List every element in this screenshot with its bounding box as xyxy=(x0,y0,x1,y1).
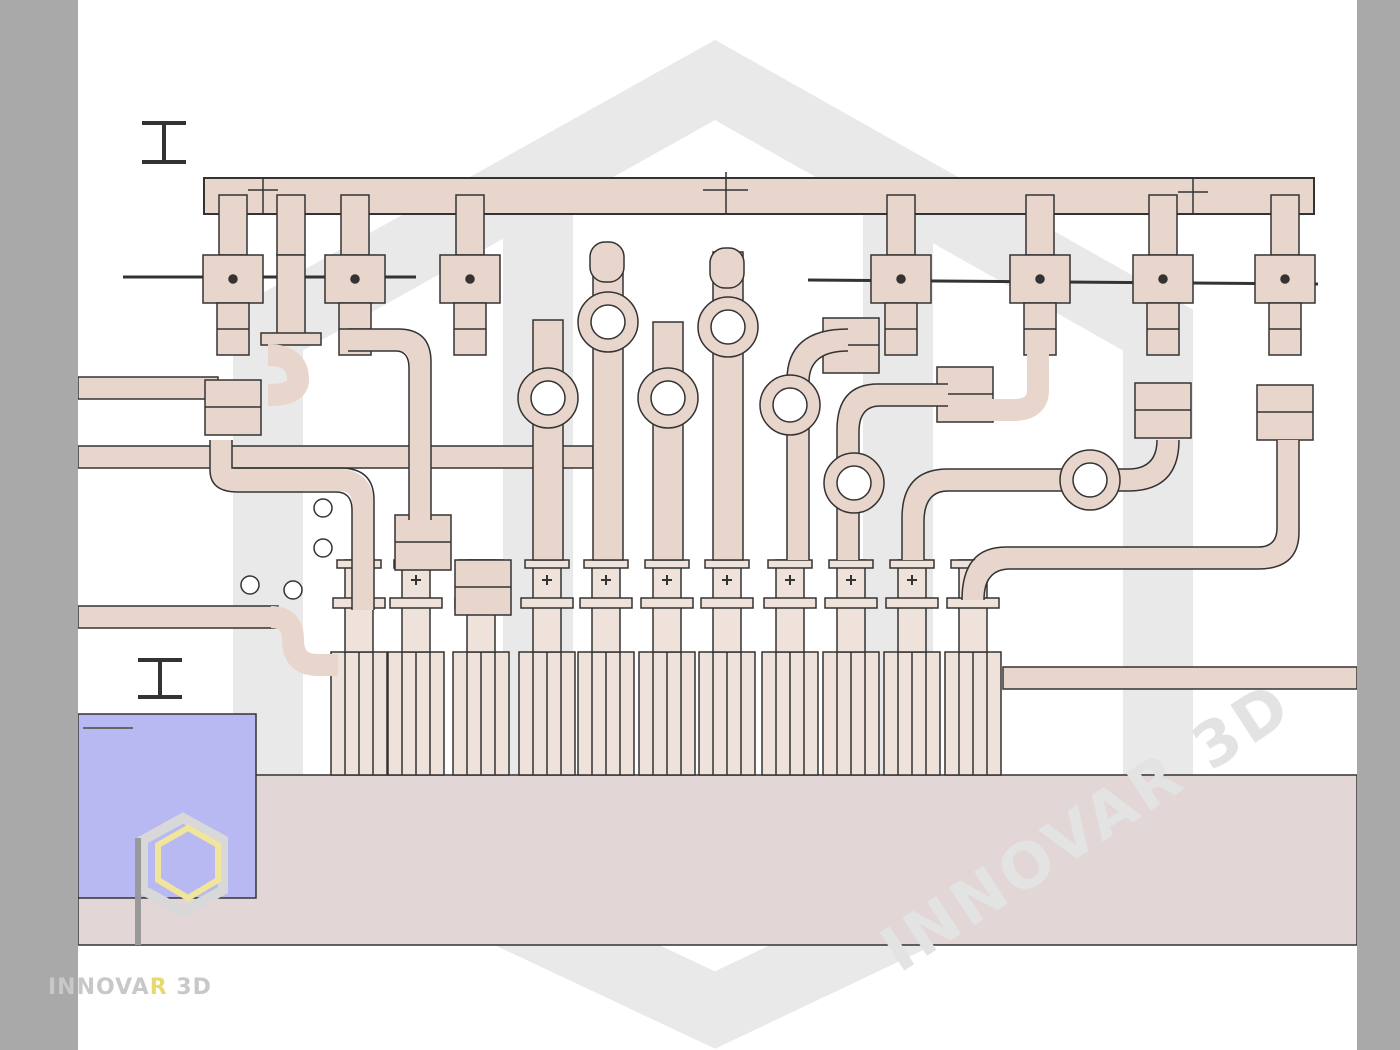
pipe-cap xyxy=(589,241,625,283)
riser-flange xyxy=(700,597,754,609)
riser-flange xyxy=(828,559,874,569)
riser-flange xyxy=(520,597,574,609)
drop-pipe xyxy=(455,194,485,256)
riser-flange xyxy=(889,559,935,569)
vertical-pipe xyxy=(652,321,684,561)
pipe-elbow xyxy=(837,384,948,560)
pipe-run xyxy=(78,376,219,400)
gate-valve xyxy=(1009,254,1071,304)
pipe-elbow xyxy=(210,440,374,610)
drop-pipe xyxy=(340,194,370,256)
riser-flange xyxy=(524,559,570,569)
riser-flange xyxy=(583,559,629,569)
riser-flange xyxy=(767,559,813,569)
drop-pipe xyxy=(886,194,916,256)
riser-flange xyxy=(579,597,633,609)
vertical-pipe xyxy=(532,319,564,561)
pipe-elbow xyxy=(973,330,1049,421)
drawing-sheet: INNOVAR 3D xyxy=(78,0,1357,1050)
floor-slab xyxy=(78,774,1357,946)
pipe-flange xyxy=(260,332,322,346)
pipe-run xyxy=(78,605,279,629)
flange-rings xyxy=(517,291,1121,514)
steel-i-beam-icon xyxy=(138,658,182,699)
pipe-run xyxy=(78,445,594,469)
logo-prefix: INNOVA xyxy=(48,975,150,1000)
riser-flange xyxy=(704,559,750,569)
logo-suffix: 3D xyxy=(167,975,212,1000)
pipe-elbow xyxy=(267,344,310,406)
drop-pipe xyxy=(1025,194,1055,256)
riser-flange xyxy=(640,597,694,609)
pipe-elbow xyxy=(902,439,1179,560)
steel-i-beam-icon xyxy=(142,121,186,164)
pipe-elbow xyxy=(270,606,338,676)
innovar-3d-logo-icon xyxy=(135,812,228,945)
pipe-cap xyxy=(709,247,745,289)
riser-cluster xyxy=(330,559,1002,776)
riser-flange xyxy=(644,559,690,569)
riser-flange xyxy=(885,597,939,609)
logo-highlight: R xyxy=(149,975,168,1000)
riser-flange xyxy=(389,597,443,609)
drop-pipe xyxy=(276,254,306,336)
piping-elevation-diagram xyxy=(78,39,1357,1049)
drop-pipe xyxy=(1270,194,1300,256)
drop-pipe xyxy=(1148,194,1178,256)
drop-pipe xyxy=(218,194,248,256)
pipe-run xyxy=(1002,666,1357,690)
drop-pipe xyxy=(276,194,306,256)
corner-logo-label: INNOVAR 3D xyxy=(48,975,212,1000)
equipment-block xyxy=(78,713,257,899)
pipe-elbow xyxy=(962,440,1299,601)
pipe-elbow xyxy=(348,329,431,520)
header-beam xyxy=(203,177,1315,215)
riser-flange xyxy=(824,597,878,609)
riser-flange xyxy=(763,597,817,609)
